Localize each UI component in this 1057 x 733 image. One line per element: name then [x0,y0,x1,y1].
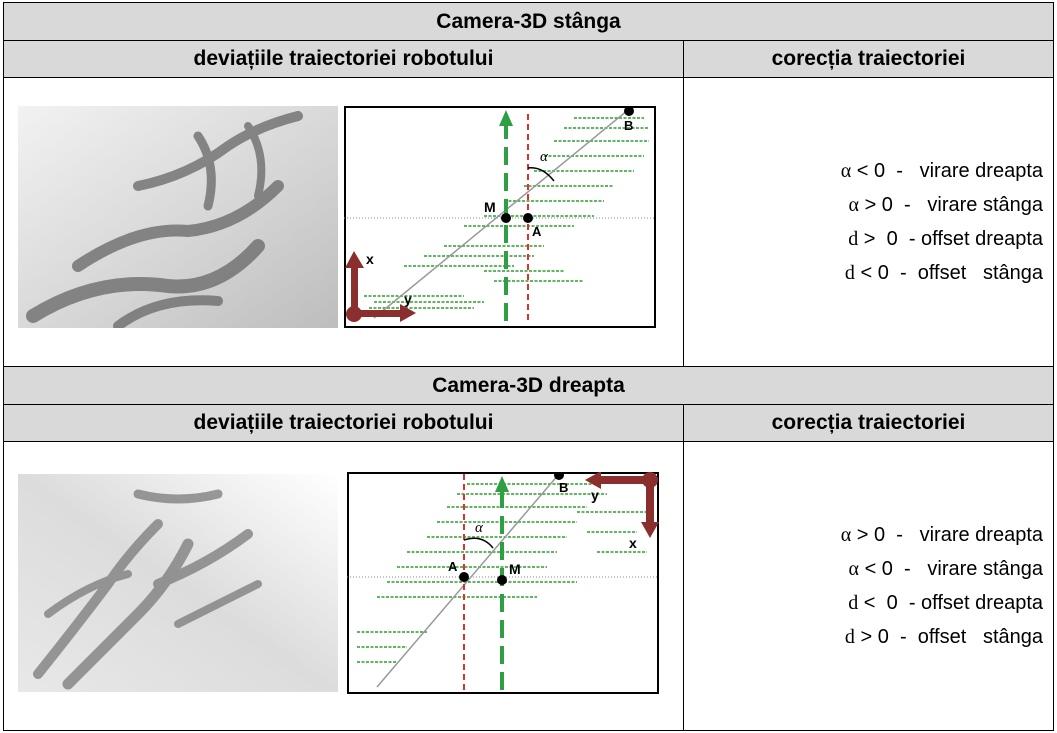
section2-col-deviations: deviațiile traiectoriei robotului [3,404,684,443]
rule: α > 0 - virare stânga [848,194,1043,217]
rule: d > 0 - offset stânga [844,626,1043,649]
section1-corrections: α < 0 - virare dreapta α > 0 - virare st… [683,77,1054,367]
label-alpha: α [475,520,484,536]
rule: α < 0 - virare dreapta [840,160,1043,183]
trajectory-table: Camera-3D stânga deviațiile traiectoriei… [3,1,1054,731]
section2-title: Camera-3D dreapta [3,365,1054,406]
section1-title: Camera-3D stânga [3,1,1054,42]
label-m: M [484,199,496,215]
section1-col-deviations: deviațiile traiectoriei robotului [3,40,684,79]
axis-y-label: y [591,487,599,503]
section2-corrections: α > 0 - virare dreapta α < 0 - virare st… [683,441,1054,731]
rule: d < 0 - offset dreapta [848,592,1043,615]
axis-y-label: y [404,291,412,307]
section2-images: B M A α x y [3,441,684,731]
axis-x-label: x [366,251,374,267]
camera-photo-left [18,106,338,329]
section1-col-correction: corecția traiectoriei [683,40,1054,79]
label-m: M [509,561,521,577]
camera-photo-right [18,474,338,693]
rule: α > 0 - virare dreapta [840,524,1043,547]
label-alpha: α [540,149,549,165]
label-a: A [448,559,458,574]
disparity-map-left: B M A α x y [344,106,656,329]
label-b: B [559,480,568,495]
rule: d < 0 - offset stânga [844,262,1043,285]
rule: d > 0 - offset dreapta [848,228,1043,251]
label-b: B [624,118,633,133]
axis-x-label: x [629,535,637,551]
section1-images: B M A α x y [3,77,684,367]
label-a: A [532,224,542,239]
disparity-map-right: B M A α x y [347,472,659,695]
section2-col-correction: corecția traiectoriei [683,404,1054,443]
rule: α < 0 - virare stânga [848,558,1043,581]
